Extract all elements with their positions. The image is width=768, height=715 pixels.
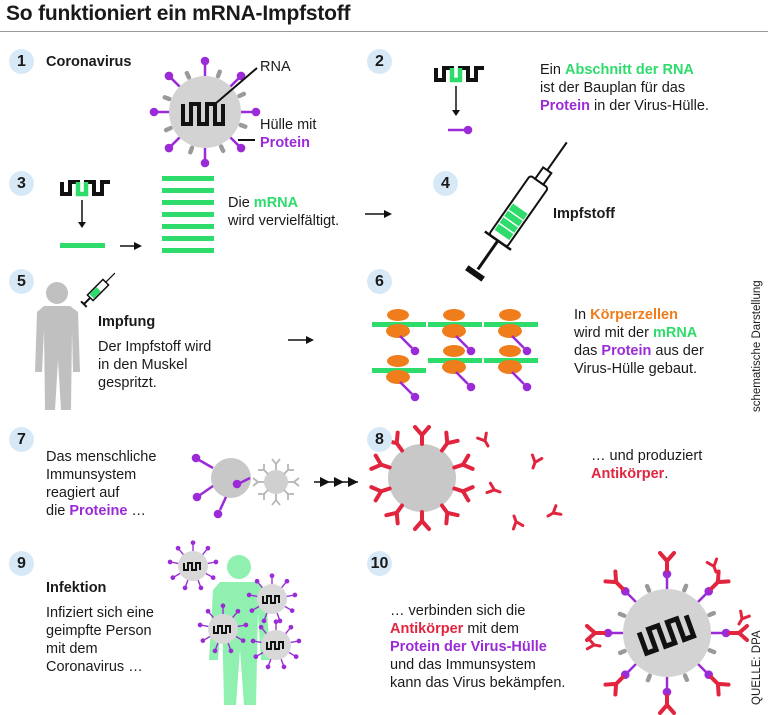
step-10-t6: kann das Virus bekämpfen. (390, 675, 566, 691)
b-cell-graphic (252, 458, 300, 506)
step-8-t1: … und produziert (591, 448, 703, 464)
step-5-text: Der Impfstoff wird in den Muskel gesprit… (98, 338, 211, 392)
step-9-t3: mit dem (46, 641, 98, 657)
immune-cell-graphic (191, 453, 251, 519)
step-7-t3: reagiert auf (46, 485, 120, 501)
step-10-t5: und das Immunsystem (390, 657, 536, 673)
step-2-t5: in der Virus-Hülle. (589, 98, 709, 114)
rna-label: RNA (260, 59, 291, 75)
step-10-t1: … verbinden sich die (390, 603, 526, 619)
small-syringe-graphic (80, 272, 116, 308)
step-5-t3: gespritzt. (98, 375, 157, 391)
step-number-1: 1 (9, 49, 34, 74)
arrow-3-to-4 (365, 210, 392, 218)
step-number-7: 7 (9, 427, 34, 452)
step-5-t1: Der Impfstoff wird (98, 339, 212, 355)
step-2-rna-section: Abschnitt der RNA (565, 62, 694, 78)
step-9-t4: Coronavirus … (46, 659, 143, 675)
step-2-t1: Ein (540, 62, 565, 78)
title-divider (0, 31, 768, 32)
syringe-graphic (465, 141, 568, 282)
step-5-heading: Impfung (98, 314, 156, 330)
page-title: So funktioniert ein mRNA-Impfstoff (6, 2, 351, 25)
step-number-6: 6 (367, 269, 392, 294)
step-9-t2: geimpfte Person (46, 623, 152, 639)
step-9-heading: Infektion (46, 580, 107, 596)
step-4-heading: Impfstoff (553, 206, 616, 222)
rna-section-graphic (434, 66, 486, 135)
neutralized-virus-graphic (585, 551, 749, 715)
step-2-text: Ein Abschnitt der RNA ist der Bauplan fü… (540, 61, 709, 115)
step-2-protein: Protein (540, 98, 590, 114)
step-6-t5: das (574, 343, 602, 359)
step-1-heading: Coronavirus (46, 54, 132, 70)
ribosome-graphic (372, 309, 538, 402)
schematic-label: schematische Darstellung (751, 280, 763, 412)
person-graphic (35, 282, 80, 410)
step-10-antibodies: Antikörper (390, 621, 464, 637)
arrow-5-to-6 (288, 336, 314, 344)
step-6-t3: wird mit der (574, 325, 653, 341)
step-7-proteins: Proteine (69, 503, 128, 519)
step-8-t3: . (664, 466, 669, 482)
step-number-4: 4 (433, 171, 458, 196)
step-number-5: 5 (9, 269, 34, 294)
step-number-10: 10 (367, 551, 392, 576)
step-7-t2: Immunsystem (46, 467, 137, 483)
step-2-t3: ist der Bauplan für das (540, 80, 686, 96)
step-10-text: … verbinden sich die Antikörper mit dem … (390, 602, 565, 692)
step-5-t2: in den Muskel (98, 357, 188, 373)
step-9-t1: Infiziert sich eine (46, 605, 154, 621)
step-6-t8: Virus-Hülle gebaut. (574, 361, 698, 377)
step-3-mrna: mRNA (253, 195, 299, 211)
shell-label: Hülle mit (260, 117, 317, 133)
step-6-body-cells: Körperzellen (590, 307, 678, 323)
step-7-text: Das menschliche Immunsystem reagiert auf… (46, 448, 156, 520)
step-number-3: 3 (9, 171, 34, 196)
step-8-antibodies: Antikörper (591, 466, 665, 482)
step-10-t3: mit dem (463, 621, 519, 637)
arrow-7-to-8 (314, 477, 358, 487)
step-10-virus-protein: Protein der Virus-Hülle (390, 639, 547, 655)
step-9-text: Infiziert sich eine geimpfte Person mit … (46, 604, 154, 676)
mrna-copies (162, 176, 214, 253)
plasma-cell-graphic (369, 425, 475, 531)
step-6-t1: In (574, 307, 591, 323)
step-7-t1: Das menschliche (46, 449, 157, 465)
protein-label: Protein (260, 135, 310, 151)
step-6-text: In Körperzellen wird mit der mRNA das Pr… (574, 306, 704, 378)
step-number-2: 2 (367, 49, 392, 74)
step-7-t4: die (46, 503, 70, 519)
step-number-8: 8 (367, 427, 392, 452)
step-3-t3: wird vervielfältigt. (228, 213, 340, 229)
green-person-graphic (209, 555, 270, 705)
free-antibodies (476, 431, 563, 531)
coronavirus-graphic (148, 55, 262, 169)
step-6-protein: Protein (601, 343, 652, 359)
step-6-mrna: mRNA (652, 325, 698, 341)
step-7-t6: … (127, 503, 146, 519)
step-8-text: … und produziert Antikörper. (591, 447, 702, 483)
step-3-text: Die mRNA wird vervielfältigt. (228, 194, 339, 230)
step-6-t7: aus der (651, 343, 704, 359)
step-number-9: 9 (9, 551, 34, 576)
source-label: QUELLE: DPA (751, 630, 763, 705)
mrna-copy-graphic (60, 180, 142, 250)
step-3-t1: Die (228, 195, 254, 211)
